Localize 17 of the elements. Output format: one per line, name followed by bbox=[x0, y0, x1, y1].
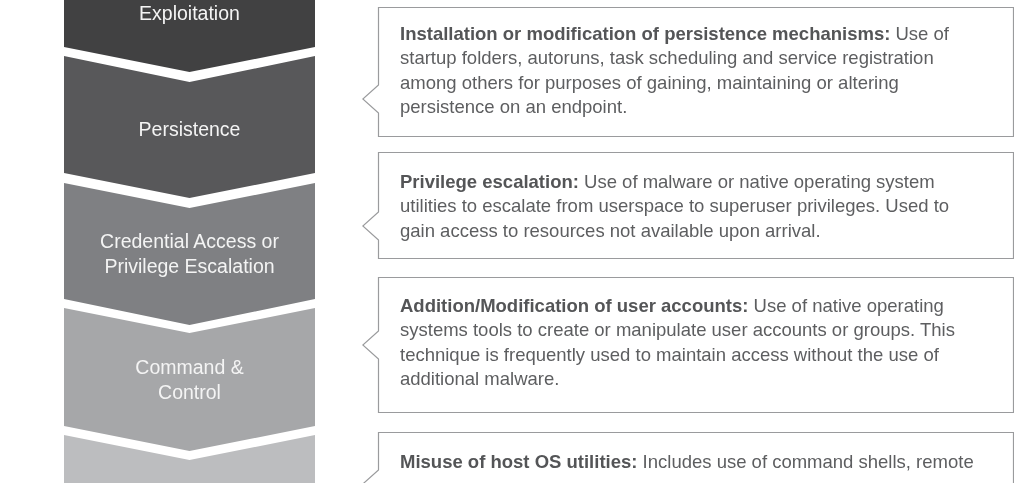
callout-box bbox=[362, 432, 1014, 483]
callout-box bbox=[362, 277, 1014, 413]
step-label: Exploitation bbox=[138, 0, 241, 26]
callout-box bbox=[362, 152, 1014, 259]
description-text: Privilege escalation: Use of malware or native operating system utilities to escalate from userspace to superuser privileges. Used to gain access to resources not available upon arrival. bbox=[400, 169, 951, 243]
step-label: Persistence bbox=[137, 116, 242, 142]
description-text: Installation or modification of persistence mechanisms: Use of startup folders, autoruns, task scheduling and service registration among others for purposes of gaining, maintaining or altering persistence on an endpoint. bbox=[400, 21, 950, 120]
chevron-step bbox=[64, 56, 315, 198]
chevron-step bbox=[64, 0, 315, 72]
chevron-step bbox=[64, 308, 315, 451]
step-label: Command & Control bbox=[134, 354, 245, 405]
chevron-step bbox=[64, 435, 315, 483]
description-text: Addition/Modification of user accounts: Use of native operating systems tools to create or manipulate user accounts or groups. This technique is frequently used to maintain access without the use of additional malware. bbox=[400, 293, 956, 392]
step-label: Credential Access or Privilege Escalation bbox=[99, 228, 280, 279]
chevron-step bbox=[64, 183, 315, 325]
description-text: Misuse of host OS utilities: Includes use of command shells, remote bbox=[400, 449, 975, 474]
callout-box bbox=[362, 7, 1014, 137]
